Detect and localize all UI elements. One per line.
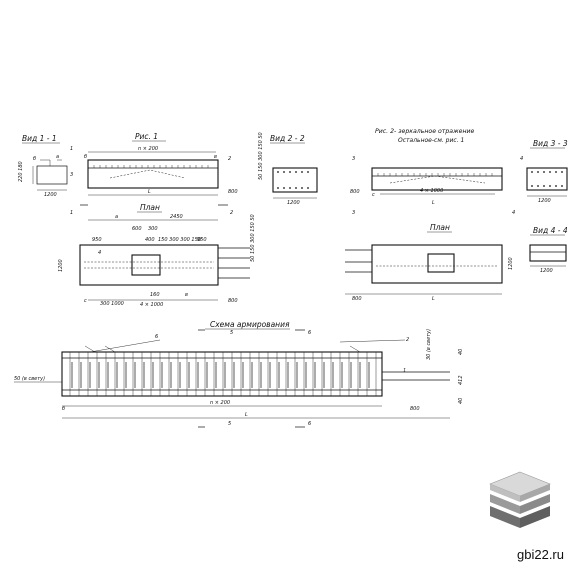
- stacked-slabs-logo-icon: [489, 471, 551, 528]
- title-view-4-4: Вид 4 - 4: [533, 226, 568, 235]
- mark-1-bottom: 1: [70, 210, 73, 216]
- mark-6-bottom: 6: [308, 421, 311, 427]
- dim-1200-v33: 1200: [538, 198, 551, 204]
- figure-2-note: Остальное-см. рис. 1: [398, 137, 464, 144]
- dim-1200-v22: 1200: [287, 200, 300, 206]
- title-view-2-2: Вид 2 - 2: [270, 134, 305, 143]
- dim-2450: 2450: [170, 214, 183, 220]
- figure-1-elevation: Рис. 1 n × 200 1 3 2 б в L 800 1 2: [70, 132, 238, 216]
- dim-1200-v11: 1200: [44, 192, 57, 198]
- mark-b: б: [33, 156, 36, 162]
- dim-150-300: 150 300 300 150: [158, 237, 201, 243]
- dim-L-schema: L: [245, 412, 248, 418]
- dim-950-right: 950: [197, 237, 207, 243]
- reinforcement-schema: Схема армирования 5 6 6 2 1 50 (в свету)…: [14, 320, 464, 428]
- mark-1-top: 1: [70, 146, 73, 152]
- mark-b-schema: б: [62, 406, 65, 412]
- mark-4-plan1: 4: [98, 250, 101, 256]
- plan-1: План a 2450 950 950 600 300 400 150 300 …: [58, 203, 256, 308]
- dim-1200-v44: 1200: [540, 268, 553, 274]
- figure-2-mirror: Рис. 2- зеркальное отражение Остальное-с…: [350, 128, 523, 216]
- dim-L-r2: L: [432, 200, 435, 206]
- dim-800-r2: 800: [350, 189, 360, 195]
- dim-side-plan1: 50 150 300 150 50: [250, 214, 256, 262]
- dim-4x1000-plan1: 4 × 1000: [140, 302, 163, 308]
- title-view-1-1: Вид 1 - 1: [22, 134, 57, 143]
- dim-1200-plan1: 1200: [58, 259, 64, 272]
- dim-n200-schema: n × 200: [210, 400, 230, 406]
- mark-3-left: 3: [70, 172, 73, 178]
- dim-160: 160: [150, 292, 160, 298]
- view-4-4: Вид 4 - 4 1200: [529, 226, 568, 274]
- mark-4-r2-top: 4: [520, 156, 523, 162]
- view-3-3: Вид 3 - 3 1200: [526, 139, 568, 204]
- mark-3-r2-bottom: 3: [352, 210, 355, 216]
- dim-n200-top: n × 200: [138, 146, 158, 152]
- dim-300: 300: [148, 226, 158, 232]
- dim-400: 400: [145, 237, 155, 243]
- dim-800-plan2: 800: [352, 296, 362, 302]
- mark-2-label: 2: [406, 337, 409, 343]
- title-view-3-3: Вид 3 - 3: [533, 139, 568, 148]
- watermark: gbi22.ru: [470, 470, 570, 570]
- dim-800-schema: 800: [410, 406, 420, 412]
- dim-a: a: [115, 214, 118, 220]
- dim-30-svet: 30 (в свету): [426, 329, 432, 360]
- mark-5-top: 5: [230, 330, 233, 336]
- mark-3-r2-top: 3: [352, 156, 355, 162]
- title-schema: Схема армирования: [210, 320, 290, 329]
- mark-b-plan1: в: [185, 292, 188, 298]
- mark-c-r2: с: [372, 192, 375, 198]
- dim-600: 600: [132, 226, 142, 232]
- title-plan-2: План: [430, 223, 450, 232]
- mark-2-top: 2: [228, 156, 231, 162]
- view-2-2: Вид 2 - 2 50 150 300 150 50 1200: [258, 132, 318, 206]
- title-figure-2: Рис. 2- зеркальное отражение: [375, 128, 475, 135]
- mark-6-top: 6: [308, 330, 311, 336]
- dim-40-top: 40: [458, 349, 464, 355]
- title-plan-1: План: [140, 203, 160, 212]
- dim-300-1000: 300 1000: [100, 301, 124, 307]
- mark-v-r1: в: [214, 154, 217, 160]
- dim-800-plan1: 800: [228, 298, 238, 304]
- dim-4x1000-r2: 4 × 1000: [420, 188, 443, 194]
- mark-a: а: [56, 154, 59, 160]
- watermark-text: gbi22.ru: [517, 547, 564, 562]
- title-figure-1: Рис. 1: [135, 132, 158, 141]
- dim-1200-plan2: 1200: [508, 257, 514, 270]
- dim-50-svet: 50 (в свету): [14, 376, 45, 382]
- mark-5-bottom: 5: [228, 421, 231, 427]
- dim-220-180: 220 180: [18, 161, 24, 182]
- dim-412: 412: [458, 375, 464, 385]
- mark-4-r2-bottom: 4: [512, 210, 515, 216]
- mark-c-plan1: с: [84, 298, 87, 304]
- view-1-1: Вид 1 - 1 220 180 1200 б а: [18, 134, 68, 198]
- dim-L-r1: L: [148, 189, 151, 195]
- dim-L-plan2: L: [432, 296, 435, 302]
- mark-b-r1: б: [84, 154, 87, 160]
- mark-2-bottom: 2: [230, 210, 233, 216]
- dim-950-left: 950: [92, 237, 102, 243]
- mark-6-label: 6: [155, 334, 158, 340]
- plan-2: План 1200 800 L: [345, 223, 514, 302]
- mark-1-schema: 1: [403, 368, 406, 374]
- dim-side-v22: 50 150 300 150 50: [258, 132, 264, 180]
- dim-800-r1: 800: [228, 189, 238, 195]
- dim-40-bottom: 40: [458, 398, 464, 404]
